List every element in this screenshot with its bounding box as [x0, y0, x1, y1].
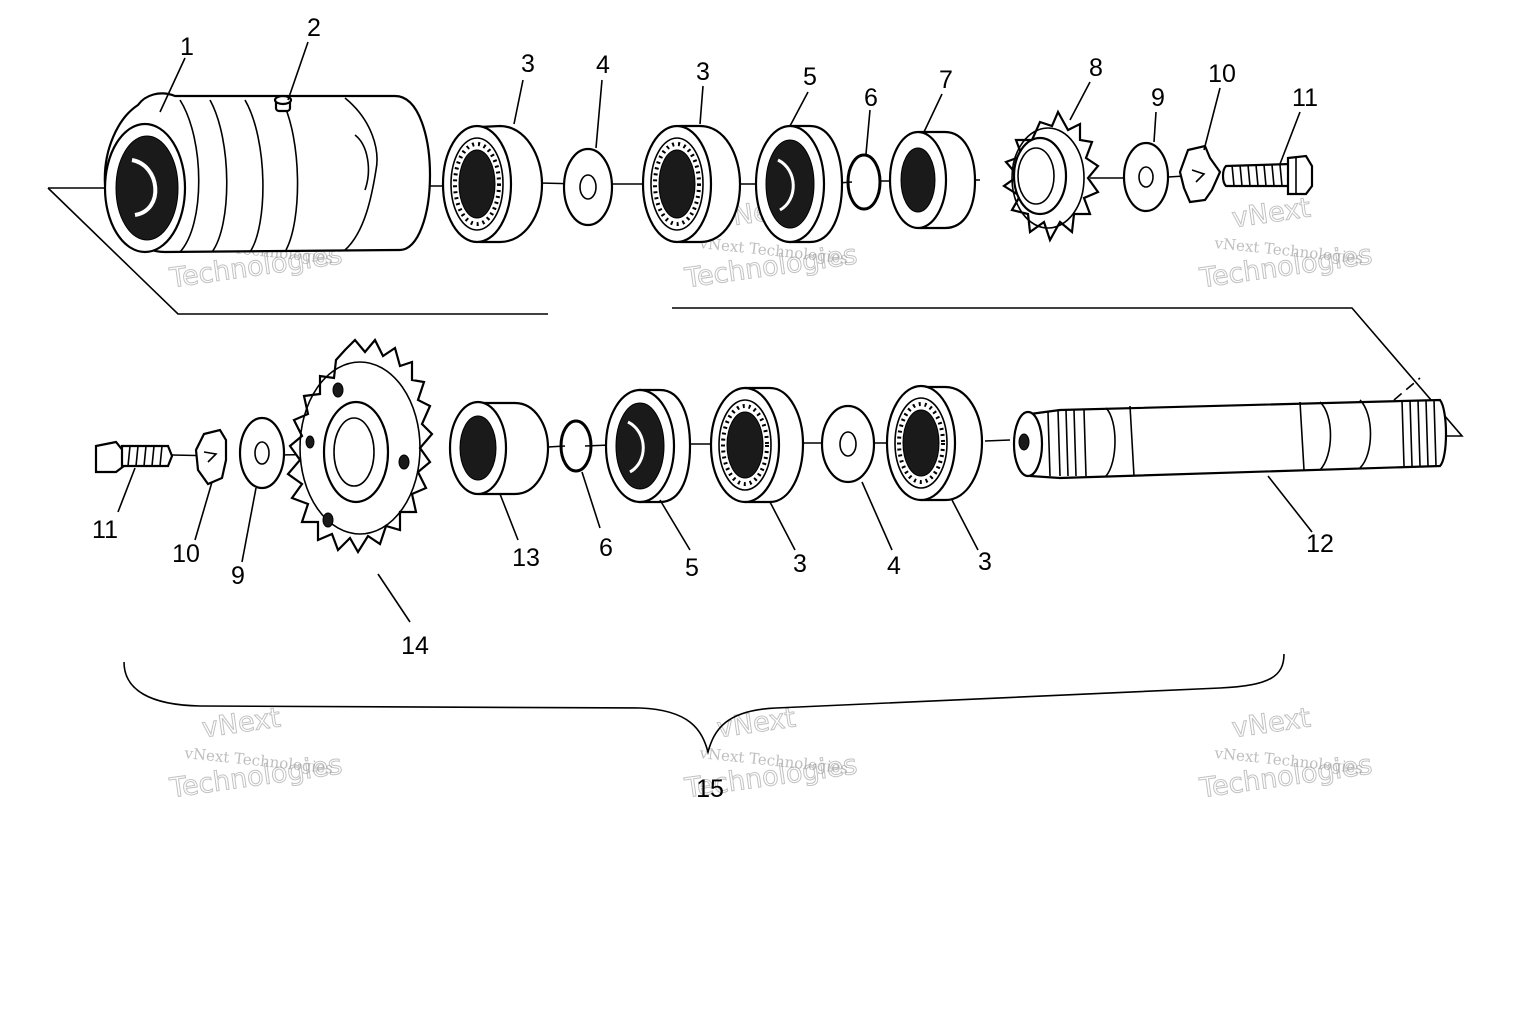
callout-1: 1 — [180, 33, 194, 61]
callout-10b: 10 — [172, 540, 200, 568]
callout-7: 7 — [939, 66, 953, 94]
flat-washer — [238, 416, 286, 490]
callout-6: 6 — [864, 84, 878, 112]
lock-washer — [1178, 144, 1222, 204]
callout-14: 14 — [401, 632, 429, 660]
lock-washer — [194, 428, 228, 486]
sprocket-small — [1002, 109, 1100, 243]
bearing — [641, 124, 742, 244]
bearing — [885, 384, 984, 502]
snap-ring — [846, 153, 882, 211]
grease-fitting — [273, 94, 293, 113]
watermark: vNext vNext Technologies Technologies — [167, 702, 345, 805]
callout-4b: 4 — [887, 552, 901, 580]
flat-washer — [1122, 141, 1170, 213]
callout-3b: 3 — [696, 58, 710, 86]
callout-13: 13 — [512, 544, 540, 572]
callout-11: 11 — [1292, 84, 1318, 112]
watermark: vNext vNext Technologies Technologies — [1197, 702, 1375, 805]
callout-9: 9 — [1151, 84, 1165, 112]
callout-4: 4 — [596, 51, 610, 79]
bearing-race — [604, 388, 692, 504]
sprocket-large — [286, 338, 434, 555]
callout-2: 2 — [307, 14, 321, 42]
bearing-race — [754, 124, 844, 244]
callout-10: 10 — [1208, 60, 1236, 88]
callout-15: 15 — [696, 775, 724, 803]
watermark-line1: vNext — [1230, 193, 1312, 235]
watermark-line1: vNext — [200, 703, 282, 745]
callout-labels: 1 2 3 4 3 5 6 7 8 9 10 11 11 10 9 14 13 … — [92, 14, 1334, 803]
callout-5: 5 — [803, 63, 817, 91]
bushing — [448, 400, 550, 496]
callout-3d: 3 — [978, 548, 992, 576]
bolt — [1221, 154, 1314, 196]
leader-lines — [117, 41, 1313, 623]
callout-5b: 5 — [685, 554, 699, 582]
shaft — [1012, 398, 1448, 480]
assembly-brace — [123, 653, 1285, 756]
callout-8: 8 — [1089, 54, 1103, 82]
washer-spacer — [562, 147, 614, 227]
watermark: vNext vNext Technologies Technologies — [1197, 192, 1375, 295]
watermark-line1: vNext — [715, 703, 797, 745]
bearing — [441, 124, 544, 244]
callout-9b: 9 — [231, 562, 245, 590]
callout-3: 3 — [521, 50, 535, 78]
bearing — [709, 386, 805, 504]
washer-spacer — [820, 404, 876, 484]
callout-11b: 11 — [92, 516, 118, 544]
housing — [103, 92, 432, 254]
callout-6b: 6 — [599, 534, 613, 562]
bolt — [94, 440, 174, 474]
watermark-line1: vNext — [1230, 703, 1312, 745]
callout-12: 12 — [1306, 530, 1334, 558]
snap-ring — [559, 419, 593, 473]
bushing — [888, 130, 977, 230]
callout-3c: 3 — [793, 550, 807, 578]
